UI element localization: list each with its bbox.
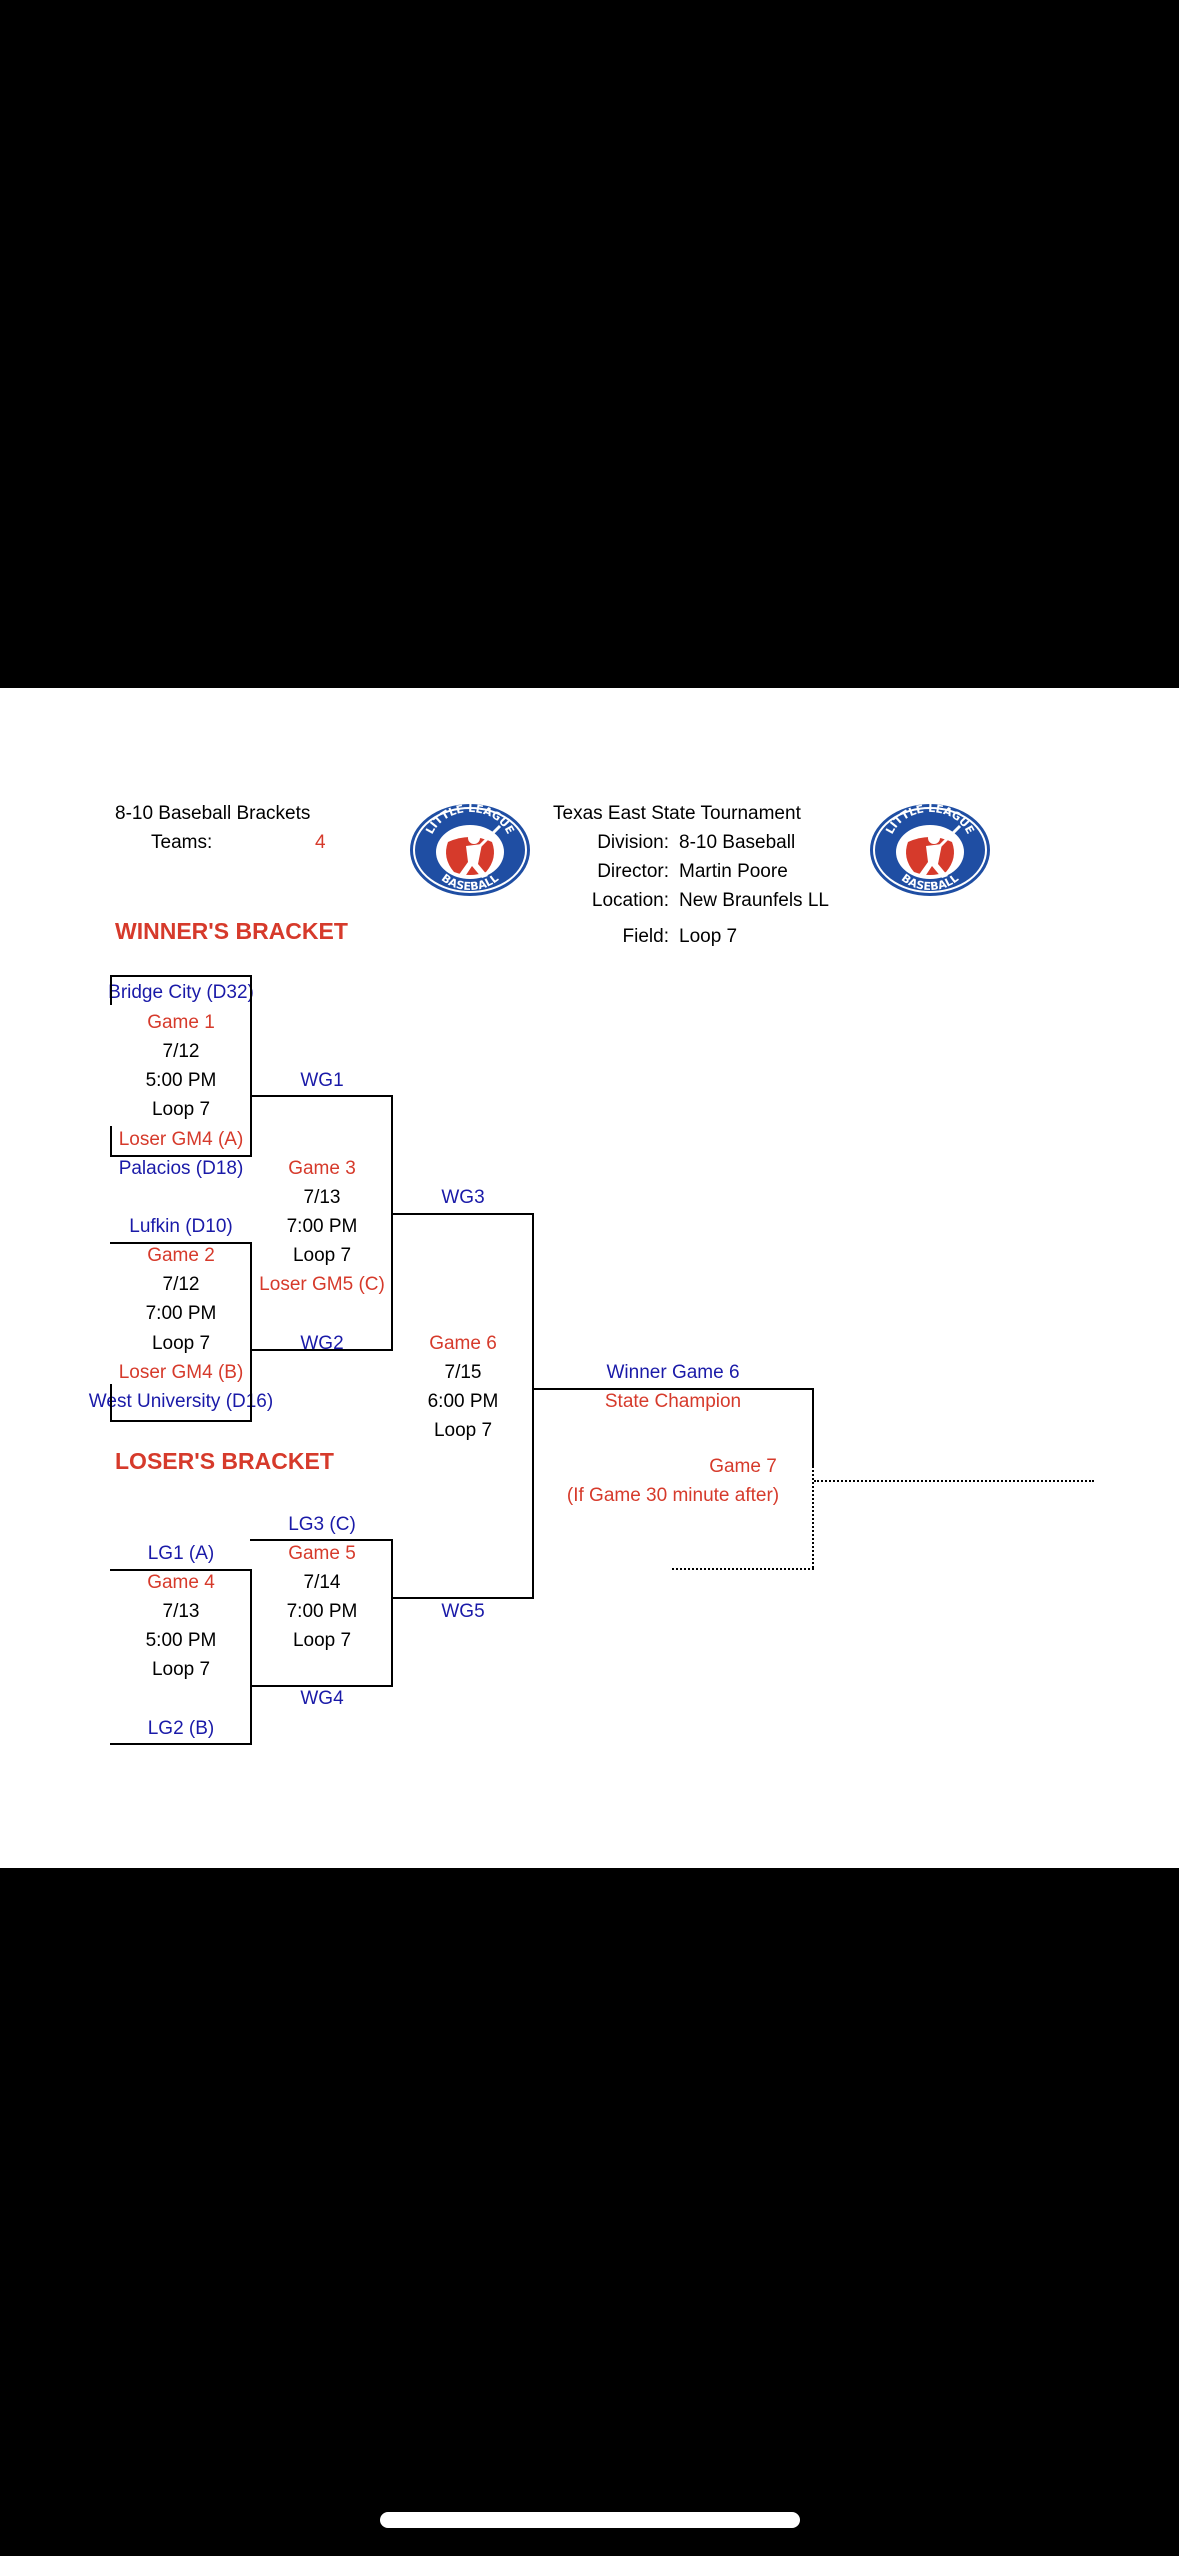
game3-name: Game 3 [288,1158,356,1179]
brackets-title: 8-10 Baseball Brackets [115,803,311,824]
game1-date: 7/12 [162,1041,200,1062]
game4-field: Loop 7 [151,1659,211,1680]
game7-note: (If Game 30 minute after) [566,1485,780,1506]
game5-team-top: LG3 (C) [288,1514,356,1535]
field-label: Field: [622,926,669,947]
game2-bottom-tick [110,1384,112,1420]
game7-dotted-line [814,1480,1094,1482]
game2-note: Loser GM4 (B) [118,1362,244,1383]
game1-name: Game 1 [147,1012,215,1033]
wg5-label: WG5 [441,1601,485,1622]
game2-field: Loop 7 [151,1333,211,1354]
teams-count: 4 [315,832,326,853]
game5-field: Loop 7 [292,1630,352,1651]
game1-note: Loser GM4 (A) [118,1129,244,1150]
tournament-title: Texas East State Tournament [553,803,801,824]
game5-top-line [250,1539,393,1541]
game2-team-top: Lufkin (D10) [129,1216,233,1237]
game4-team-top: LG1 (A) [147,1543,215,1564]
game2-team-bottom: West University (D16) [88,1391,274,1412]
champion-right-line [812,1388,814,1466]
game6-time: 6:00 PM [427,1391,499,1412]
game4-name: Game 4 [147,1572,215,1593]
wg4-line [250,1685,393,1687]
game5-right-line [391,1539,393,1687]
game7-label: Game 7 [709,1456,777,1477]
game3-note: Loser GM5 (C) [259,1274,385,1295]
game7-dotted-connector [812,1466,814,1568]
wg3-line [391,1213,534,1215]
game1-team-top: Bridge City (D32) [108,982,254,1003]
division-value: 8-10 Baseball [679,832,796,853]
wg2-line [250,1349,393,1351]
division-label: Division: [597,832,669,853]
game4-top-line [110,1569,252,1571]
game6-field: Loop 7 [433,1420,493,1441]
game1-right-line [250,975,252,1157]
game1-field: Loop 7 [151,1099,211,1120]
game2-date: 7/12 [162,1274,200,1295]
director-label: Director: [597,861,669,882]
little-league-logo-left: LITTLE LEAGUE BASEBALL [410,802,530,896]
game3-date: 7/13 [303,1187,341,1208]
game4-date: 7/13 [162,1601,200,1622]
wg2-label: WG2 [300,1333,344,1354]
location-label: Location: [591,890,669,911]
winner-game6-label: Winner Game 6 [606,1362,740,1383]
game4-team-bottom: LG2 (B) [147,1718,215,1739]
home-indicator[interactable] [380,2512,800,2528]
wg1-label: WG1 [300,1070,344,1091]
wg3-label: WG3 [441,1187,485,1208]
winner-game6-line [532,1388,814,1390]
game2-top-line [110,1242,252,1244]
director-value: Martin Poore [679,861,788,882]
location-value: New Braunfels LL [679,890,829,911]
game6-date: 7/15 [444,1362,482,1383]
game4-right-line [250,1569,252,1745]
game1-top-line [110,975,252,977]
svg-text:BASEBALL: BASEBALL [439,871,501,893]
little-league-logo-right: LITTLE LEAGUE BASEBALL [870,802,990,896]
game6-name: Game 6 [429,1333,497,1354]
state-champion-label: State Champion [604,1391,742,1412]
game1-team-bottom: Palacios (D18) [118,1158,244,1179]
game2-time: 7:00 PM [145,1303,217,1324]
game4-time: 5:00 PM [145,1630,217,1651]
wg4-label: WG4 [300,1688,344,1709]
game3-field: Loop 7 [292,1245,352,1266]
game2-bottom-line [110,1420,252,1422]
game2-name: Game 2 [147,1245,215,1266]
game1-bottom-tick [110,1126,112,1156]
wg1-line [250,1095,393,1097]
wg5-line [391,1597,534,1599]
game1-bottom-line [110,1155,252,1157]
game6-right-line [532,1213,534,1599]
losers-bracket-title: LOSER'S BRACKET [115,1448,334,1474]
game1-top-tick [110,977,112,1005]
game5-name: Game 5 [288,1543,356,1564]
game7-bottom-dotted-line [672,1568,814,1570]
svg-text:BASEBALL: BASEBALL [899,871,961,893]
game5-date: 7/14 [303,1572,341,1593]
game5-time: 7:00 PM [286,1601,358,1622]
game3-time: 7:00 PM [286,1216,358,1237]
game3-right-line [391,1095,393,1351]
teams-label: Teams: [151,832,213,853]
game4-bottom-line [110,1743,252,1745]
winners-bracket-title: WINNER'S BRACKET [115,918,348,944]
bracket-sheet: 8-10 Baseball Brackets Teams: 4 Texas Ea… [0,688,1179,1868]
field-value: Loop 7 [679,926,738,947]
game2-right-line [250,1242,252,1422]
game1-time: 5:00 PM [145,1070,217,1091]
